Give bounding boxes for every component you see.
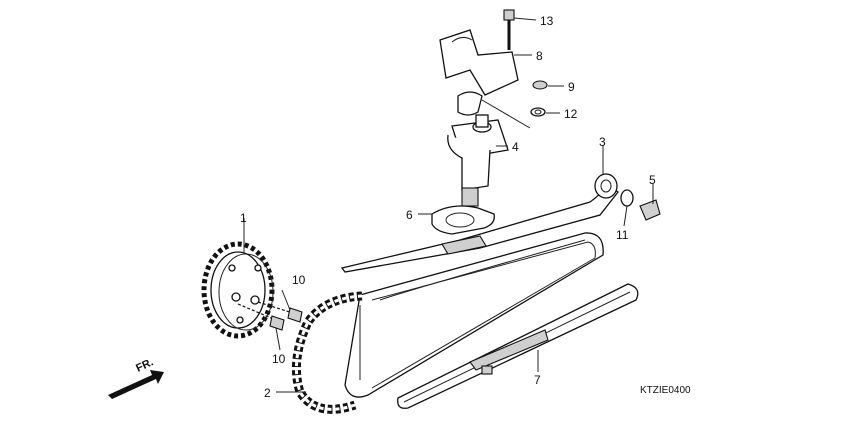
callout-3: 3 (599, 135, 606, 149)
tensioner-bracket (439, 29, 519, 116)
callout-6: 6 (406, 208, 413, 222)
callout-4: 4 (512, 140, 519, 154)
cam-sprocket (201, 241, 275, 339)
front-arrow: FR. (108, 356, 164, 399)
small-washer-12 (530, 107, 546, 117)
leader-lines (243, 17, 654, 393)
callout-5: 5 (649, 173, 656, 187)
tensioner-lifter (447, 114, 509, 207)
sprocket-bolt-lower (237, 303, 285, 331)
sprocket-bolt-upper (257, 301, 303, 323)
chain-guide (397, 283, 639, 409)
callout-1: 1 (240, 211, 247, 225)
callout-10-upper: 10 (292, 273, 306, 287)
pivot-bolt (639, 199, 661, 221)
callout-10-lower: 10 (272, 352, 286, 366)
callout-2: 2 (264, 386, 271, 400)
callout-7: 7 (534, 373, 541, 387)
bracket-bolt (503, 9, 515, 50)
pivot-washer (620, 189, 634, 207)
callout-9: 9 (568, 80, 575, 94)
tensioner-arm (340, 173, 619, 273)
small-washer-9 (532, 80, 548, 90)
callout-12: 12 (564, 107, 578, 121)
callout-11: 11 (616, 228, 629, 242)
tensioner-gasket (431, 205, 495, 235)
callout-numbers: 1 2 3 4 5 6 7 8 9 10 10 11 12 13 (240, 14, 656, 400)
diagram-code: KTZIE0400 (640, 385, 691, 396)
cam-chain (291, 232, 604, 414)
callout-8: 8 (536, 49, 543, 63)
callout-13: 13 (540, 14, 554, 28)
